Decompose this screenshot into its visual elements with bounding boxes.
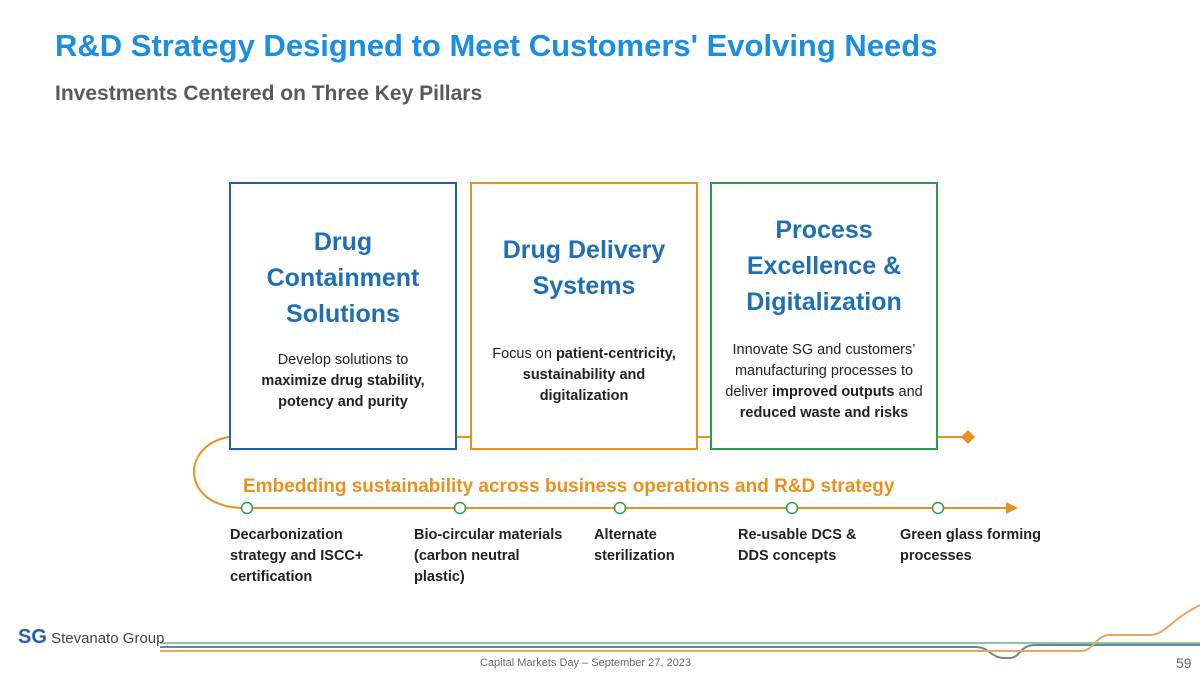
milestone-dot — [785, 501, 799, 515]
footer-decorative-lines — [160, 604, 1200, 659]
milestone-label: Decarbonization strategy and ISCC+ certi… — [230, 527, 364, 585]
pillar-title: Drug Containment Solutions — [266, 228, 420, 328]
page-number: 59 — [1176, 655, 1192, 671]
desc-text: Develop solutions to — [277, 352, 409, 368]
desc-bold: reduced waste and risks — [739, 405, 909, 421]
milestone-dot — [613, 501, 627, 515]
milestone-label: Green glass forming processes — [900, 527, 1042, 564]
pillar-drug-containment: Drug Containment Solutions Develop solut… — [229, 182, 457, 450]
logo-name: Stevanato Group — [51, 630, 165, 647]
sustainability-timeline-line — [193, 436, 1010, 509]
desc-bold: improved outputs — [772, 384, 895, 400]
diamond-end-icon — [961, 430, 975, 444]
company-logo: SG Stevanato Group — [18, 626, 165, 649]
page-subtitle: Investments Centered on Three Key Pillar… — [55, 82, 483, 105]
arrow-head-icon — [1006, 502, 1018, 514]
pillar-description: Innovate SG and customers’ manufacturing… — [720, 340, 928, 424]
milestone-label: Alternate sterilization — [594, 527, 675, 564]
logo-mark: SG — [18, 626, 47, 648]
desc-text: Focus on — [492, 346, 552, 362]
milestone-dot — [453, 501, 467, 515]
sustainability-heading: Embedding sustainability across business… — [243, 476, 895, 497]
desc-bold: patient-centricity, sustainability and d… — [522, 346, 676, 404]
pillar-description: Focus on patient-centricity, sustainabil… — [480, 344, 688, 407]
pillar-process-excellence: Process Excellence & Digitalization Inno… — [710, 182, 938, 450]
pillar-title: Process Excellence & Digitalization — [746, 216, 902, 316]
milestone-label: Bio-circular materials (carbon neutral p… — [414, 527, 563, 585]
desc-text: and — [898, 384, 923, 400]
pillar-drug-delivery: Drug Delivery Systems Focus on patient-c… — [470, 182, 698, 450]
milestone-dot — [931, 501, 945, 515]
pillar-title: Drug Delivery Systems — [502, 236, 666, 300]
desc-text: Innovate SG and customers’ manufacturing… — [725, 342, 916, 400]
pillar-description: Develop solutions to maximize drug stabil… — [239, 350, 447, 413]
milestone-label: Re-usable DCS & DDS concepts — [738, 527, 857, 564]
desc-bold: maximize drug stability, potency and pur… — [261, 373, 425, 410]
page-title: R&D Strategy Designed to Meet Customers'… — [55, 28, 938, 63]
footer-text: Capital Markets Day – September 27, 2023 — [480, 657, 691, 669]
milestone-dot — [240, 501, 254, 515]
